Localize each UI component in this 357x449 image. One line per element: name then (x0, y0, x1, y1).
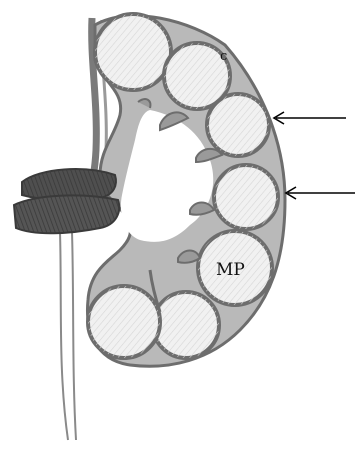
ureter (60, 232, 76, 440)
hilum-vessels (14, 169, 119, 233)
label-mp: MP (216, 260, 245, 280)
arrow-upper (274, 112, 346, 124)
label-calyx: c (220, 49, 227, 64)
arrow-lower (286, 187, 355, 199)
